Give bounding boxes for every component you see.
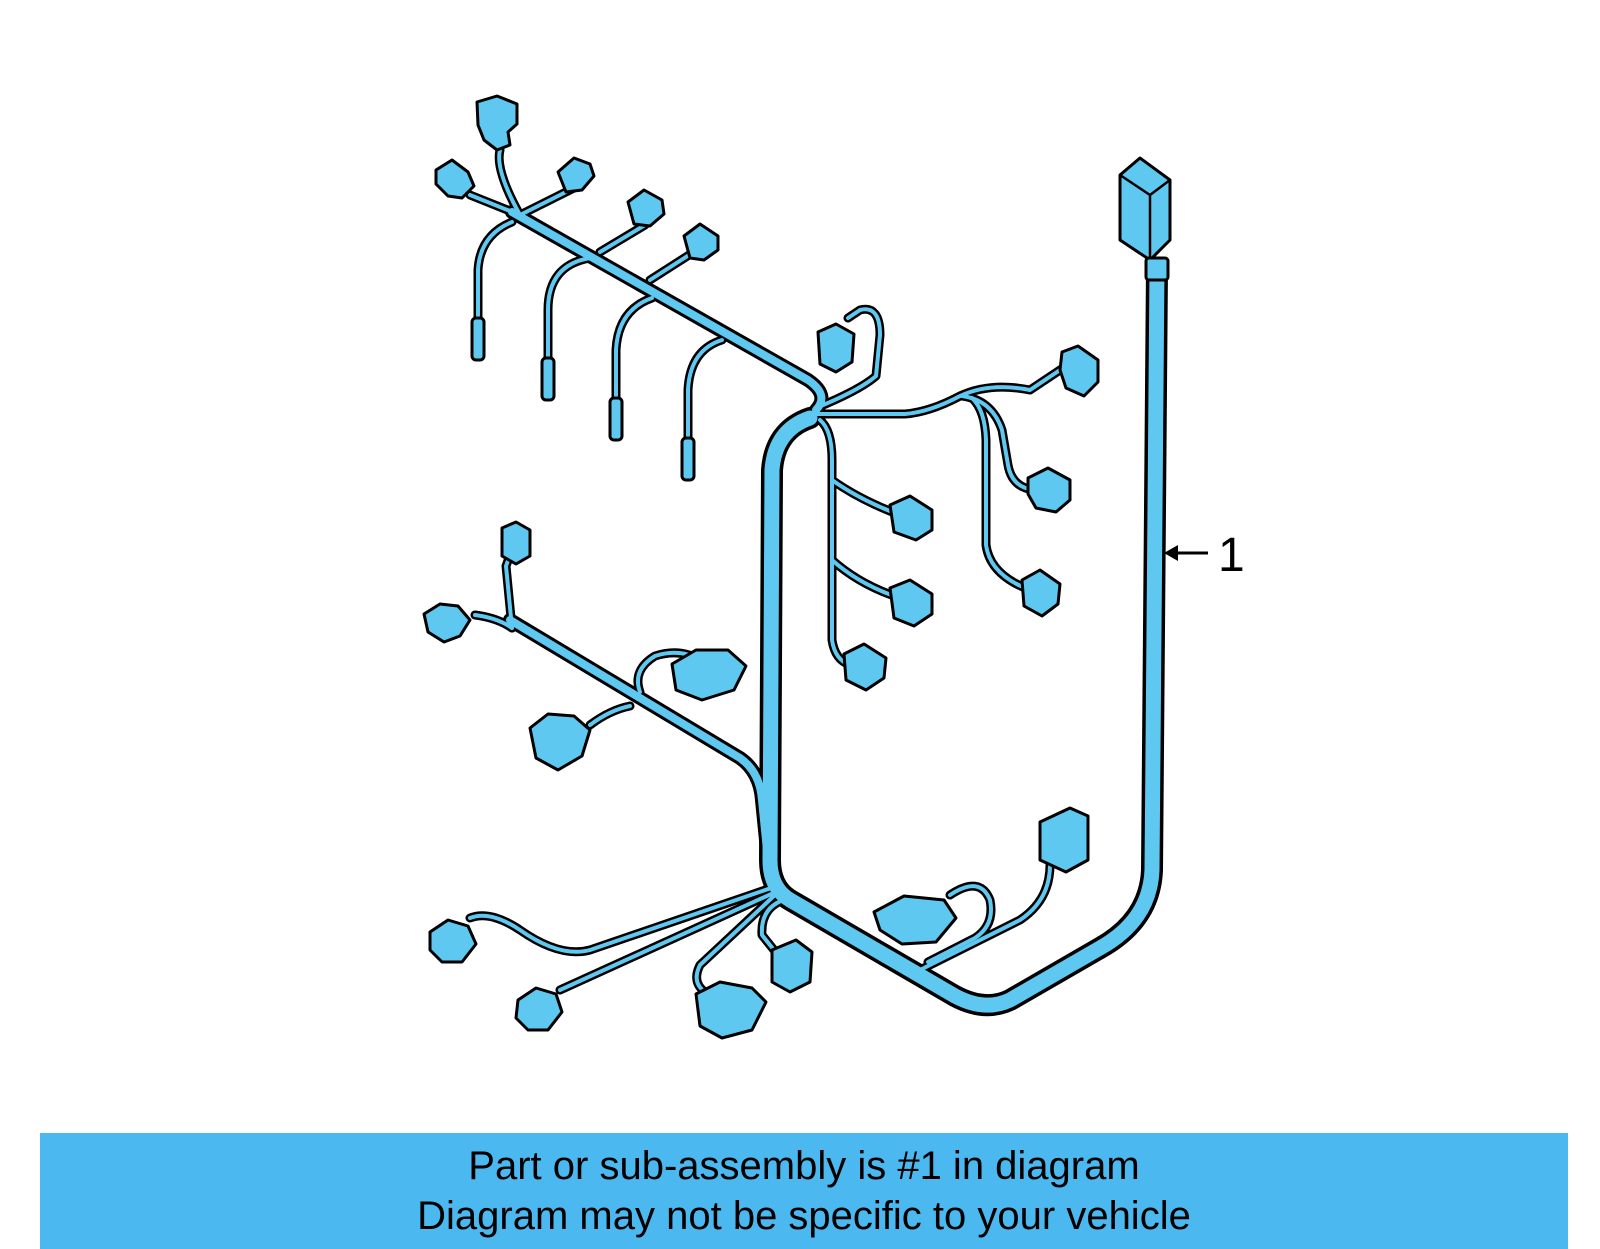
sensor-probe-tips	[470, 316, 696, 482]
disclaimer-banner: Part or sub-assembly is #1 in diagram Di…	[40, 1133, 1568, 1249]
part-callout: 1	[1164, 529, 1245, 582]
main-harness-connector	[1118, 156, 1172, 282]
disclaimer-line-1: Part or sub-assembly is #1 in diagram	[468, 1144, 1140, 1188]
callout-number: 1	[1218, 529, 1245, 582]
harness-connectors	[422, 94, 1172, 1040]
callout-arrowhead	[1164, 545, 1178, 561]
harness-wire-outlines	[465, 145, 1168, 1017]
disclaimer-line-2: Diagram may not be specific to your vehi…	[417, 1194, 1191, 1238]
harness-wire-fills	[468, 148, 1165, 1013]
